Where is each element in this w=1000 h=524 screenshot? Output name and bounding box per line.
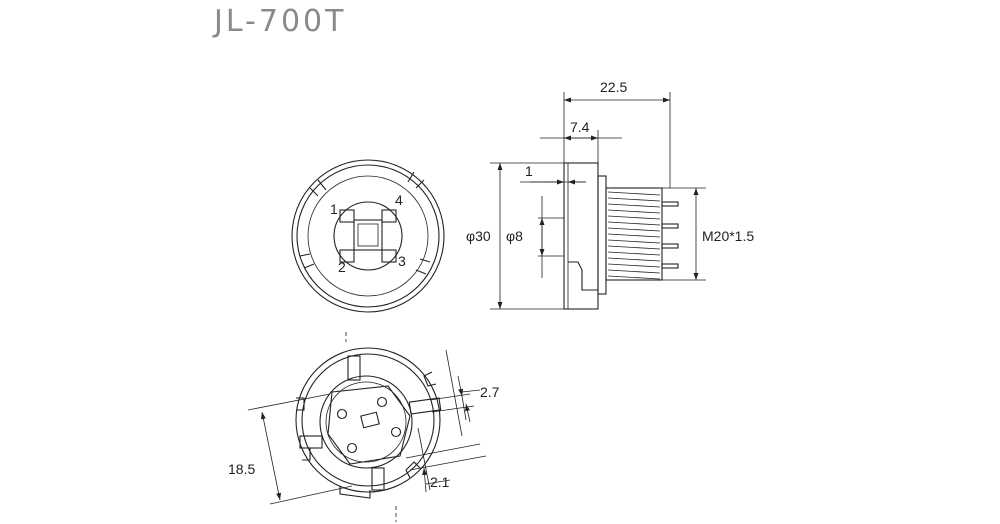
thread-ridge <box>607 275 661 280</box>
rear-thread-ring <box>319 375 413 469</box>
front-key-inner <box>357 223 379 247</box>
page-title: JL-700T <box>214 4 347 39</box>
rear-insert <box>327 385 411 465</box>
rear-view: 2.7 18.5 2.1 <box>228 332 500 522</box>
rear-notch-left <box>296 397 305 411</box>
dim-label-phi30: φ30 <box>466 228 491 244</box>
side-flange <box>563 162 599 310</box>
thread-ridge <box>607 239 661 244</box>
front-outer-ring-inner <box>296 164 440 308</box>
front-insert <box>333 201 403 271</box>
front-notch-3 <box>299 253 315 269</box>
rear-pin-2 <box>346 442 358 454</box>
pin-label-1: 1 <box>330 201 338 217</box>
thread-ridge <box>607 233 661 238</box>
rear-pin-1 <box>336 408 348 420</box>
front-notch-4 <box>415 258 431 275</box>
front-notch-2 <box>407 171 425 189</box>
thread-ridge <box>607 221 661 226</box>
front-pin-slot-4 <box>381 209 397 223</box>
rear-outer-ring <box>295 347 441 493</box>
front-inner-ring <box>307 175 429 297</box>
dim-line-18-5 <box>260 411 282 501</box>
front-pin-slot-1 <box>339 209 355 223</box>
dim-label-7-4: 7.4 <box>570 119 590 135</box>
rear-pin-4 <box>376 396 388 408</box>
dim-label-thread: M20*1.5 <box>702 228 754 244</box>
thread-ridge <box>607 203 661 208</box>
front-key-block <box>353 219 383 251</box>
rear-pin-3 <box>390 426 402 438</box>
thread-ridge <box>607 257 661 262</box>
front-outer-ring <box>291 159 445 313</box>
thread-ridge <box>607 191 661 196</box>
dim-line-2-1 <box>422 467 428 493</box>
rear-pin <box>661 263 679 269</box>
side-notch <box>568 261 598 291</box>
rear-tab-left <box>299 435 323 449</box>
rear-pin <box>661 243 679 249</box>
thread-ridge <box>607 209 661 214</box>
front-pin-slot-3 <box>381 249 397 263</box>
thread-ridge <box>607 197 661 202</box>
dim-label-2-1: 2.1 <box>430 474 450 490</box>
dim-label-18-5: 18.5 <box>228 461 255 477</box>
dim-line-2-7 <box>457 375 464 397</box>
side-threads <box>607 191 661 280</box>
thread-ridge <box>607 251 661 256</box>
pin-label-4: 4 <box>395 192 403 208</box>
rear-key <box>360 411 380 429</box>
front-view: 1 4 2 3 <box>291 159 445 313</box>
pin-label-3: 3 <box>398 253 406 269</box>
rear-pin <box>661 201 679 207</box>
dim-label-phi8: φ8 <box>506 228 523 244</box>
rear-tab-right <box>408 397 442 415</box>
side-rear-pins <box>661 201 679 269</box>
pin-label-2: 2 <box>338 259 346 275</box>
dim-label-22-5: 22.5 <box>600 79 627 95</box>
rear-outer-ring-inner <box>301 353 435 487</box>
thread-ridge <box>607 263 661 268</box>
thread-ridge <box>607 269 661 274</box>
side-collar <box>597 175 607 295</box>
rear-pin <box>661 223 679 229</box>
front-notch-1 <box>309 179 327 197</box>
rear-tab-bottom <box>371 467 385 491</box>
dim-label-2-7: 2.7 <box>480 384 500 400</box>
dim-label-1: 1 <box>525 163 533 179</box>
thread-ridge <box>607 227 661 232</box>
rear-tab-top <box>347 355 361 381</box>
side-view: 22.5 7.4 1 φ30 φ8 M20*1.5 <box>466 79 754 310</box>
side-thread-body <box>605 187 663 281</box>
front-pin-slot-2 <box>339 249 355 263</box>
thread-ridge <box>607 215 661 220</box>
thread-ridge <box>607 245 661 250</box>
